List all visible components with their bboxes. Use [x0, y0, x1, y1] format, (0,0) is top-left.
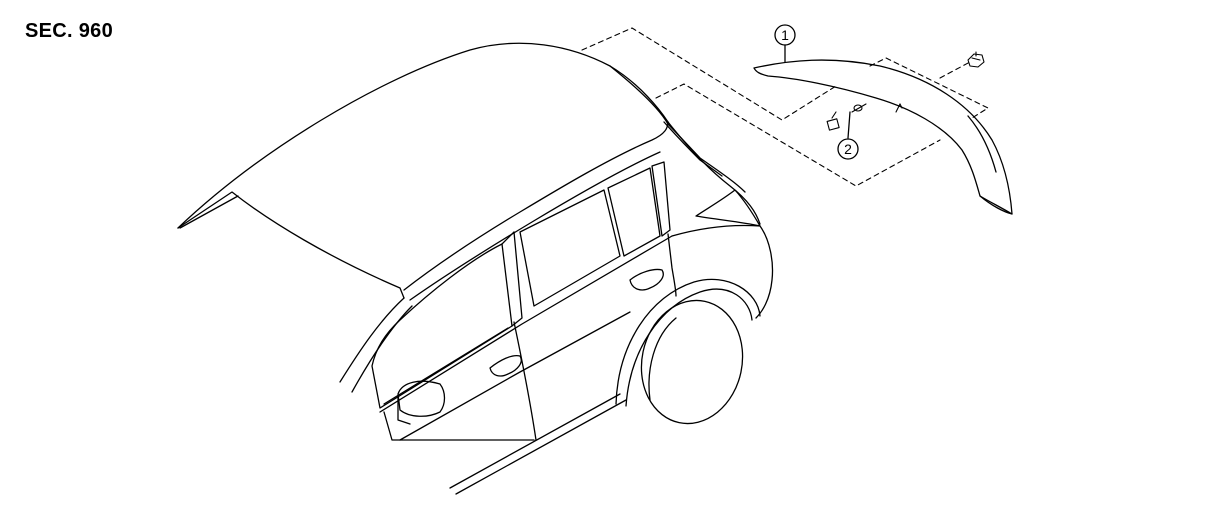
rear-window — [519, 189, 621, 307]
rear-window-2 — [607, 167, 661, 257]
sill-line-3 — [399, 311, 631, 441]
sill-line-2 — [455, 399, 627, 495]
callout-2-circle — [837, 138, 859, 160]
roof-rail-lower — [409, 151, 661, 301]
door-belt-line — [379, 235, 673, 413]
front-window — [371, 243, 513, 409]
wheel-arch — [625, 288, 753, 407]
hatch-inner-line — [663, 121, 723, 177]
roof-rail — [403, 121, 669, 291]
tail-lamp-body — [671, 224, 774, 319]
rear-door-handle — [629, 268, 664, 291]
leader-lines — [581, 27, 989, 187]
front-window-inner — [383, 327, 509, 405]
callout-2-number: 2 — [844, 141, 852, 157]
roof-front-edge — [177, 191, 405, 299]
windshield-edge-2 — [351, 305, 413, 393]
rear-spoiler — [753, 59, 1013, 215]
callout-2: 2 — [837, 111, 859, 160]
spoiler-underside — [979, 195, 1013, 215]
spoiler-outline — [753, 59, 1013, 215]
front-door-lower — [383, 411, 535, 441]
leader-roof-to-spoiler-1 — [581, 27, 837, 121]
rear-quarter-window — [651, 161, 671, 237]
leader-nut — [939, 61, 971, 79]
rear-wheel-tire — [640, 299, 744, 425]
leader-nut-box — [869, 57, 989, 119]
section-label: SEC. 960 — [25, 20, 114, 42]
rear-pillar — [667, 121, 761, 225]
wheel-arch-outer — [615, 278, 761, 405]
leader-roof-to-spoiler-2 — [655, 83, 941, 187]
b-pillar — [501, 231, 523, 327]
tail-lamp-upper — [695, 189, 761, 227]
door-split-rear — [667, 233, 677, 297]
front-door-handle — [489, 354, 522, 377]
side-mirror — [397, 380, 446, 417]
sill-line-1 — [449, 393, 621, 489]
side-mirror-stem — [397, 397, 411, 425]
nut-icon — [967, 51, 985, 68]
a-pillar — [179, 195, 239, 229]
callout-1-circle — [774, 24, 796, 46]
windshield-edge — [339, 297, 405, 383]
rear-wheel-rim — [648, 317, 677, 401]
fasteners — [826, 51, 985, 131]
roof-outline — [177, 42, 669, 229]
grommet-icon — [851, 103, 867, 113]
vehicle-illustration — [177, 42, 774, 495]
stud-icon — [895, 103, 903, 113]
spoiler-lip — [967, 115, 997, 173]
clip-icon — [826, 111, 840, 131]
callout-1: 1 — [774, 24, 796, 63]
callout-2-leader — [847, 111, 851, 139]
callout-1-number: 1 — [781, 27, 789, 43]
door-split-front — [513, 321, 537, 441]
